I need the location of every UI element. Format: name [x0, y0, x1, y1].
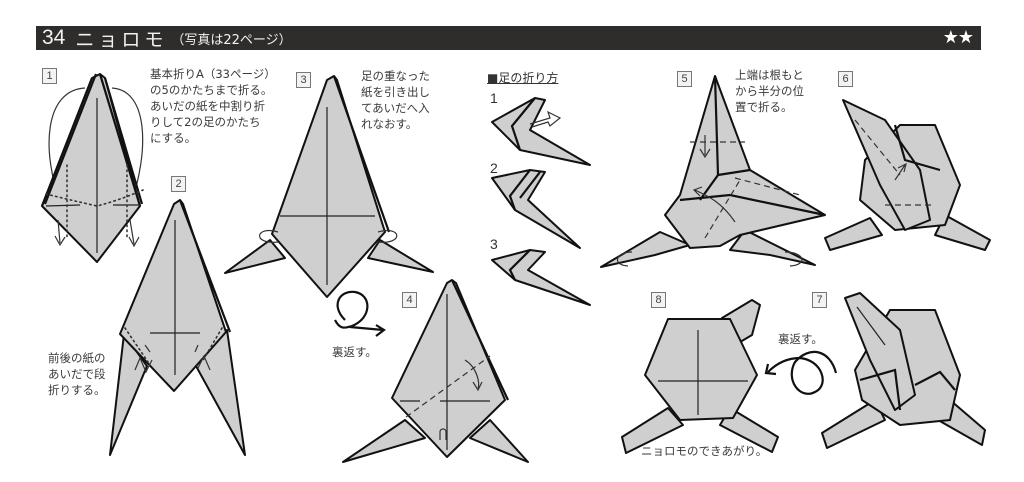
step-1-number: 1: [42, 68, 57, 84]
step-2-instruction: 前後の紙の あいだで段 折りする。: [48, 351, 106, 397]
photo-page-reference: （写真は22ページ）: [171, 32, 292, 48]
step-5-instruction: 上端は根もと から半分の位 置で折る。: [735, 68, 804, 114]
step-7-number: 7: [812, 292, 827, 308]
step-1-diagram: [40, 73, 144, 263]
step-4-number: 4: [402, 292, 417, 308]
step-5-number: 5: [677, 71, 692, 87]
step-3-diagram: [224, 75, 434, 298]
leg-substep-2-number: 2: [490, 160, 498, 176]
step-7-diagram: [821, 292, 986, 449]
flip-over-arrow-icon: [334, 290, 386, 337]
model-title: ニョロモ: [75, 28, 168, 51]
step-6-number: 6: [838, 71, 853, 87]
title-bar: 34 ニョロモ （写真は22ページ） ★★: [36, 26, 981, 51]
step-5-diagram: [600, 75, 826, 268]
leg-substep-3-number: 3: [490, 236, 498, 252]
flip-over-arrow-icon-2: [764, 350, 838, 395]
step-6-diagram: [824, 99, 991, 251]
model-number: 34: [42, 26, 66, 49]
step-2-diagram: [109, 199, 246, 456]
leg-substep-1-number: 1: [490, 90, 498, 106]
step-8-number: 8: [651, 292, 666, 308]
step-4-diagram: [342, 279, 529, 463]
leg-folding-heading: ■足の折り方: [487, 71, 559, 85]
step-3-number: 3: [296, 72, 311, 88]
step-8-diagram: [621, 299, 779, 454]
leg-folding-diagrams: [491, 97, 591, 306]
step-1-instruction: 基本折りA（33ページ） の5のかたちまで折る。 あいだの紙を中割り折 りして2…: [150, 67, 276, 145]
difficulty-stars-icon: ★★: [942, 27, 974, 48]
step-3-instruction: 足の重なった 紙を引き出し てあいだへ入 れなおす。: [361, 69, 430, 131]
completion-caption: ニョロモのできあがり。: [641, 444, 768, 458]
step-2-number: 2: [171, 176, 186, 192]
flip-label-step-4: 裏返す。: [332, 345, 377, 359]
flip-label-step-8: 裏返す。: [778, 332, 823, 346]
